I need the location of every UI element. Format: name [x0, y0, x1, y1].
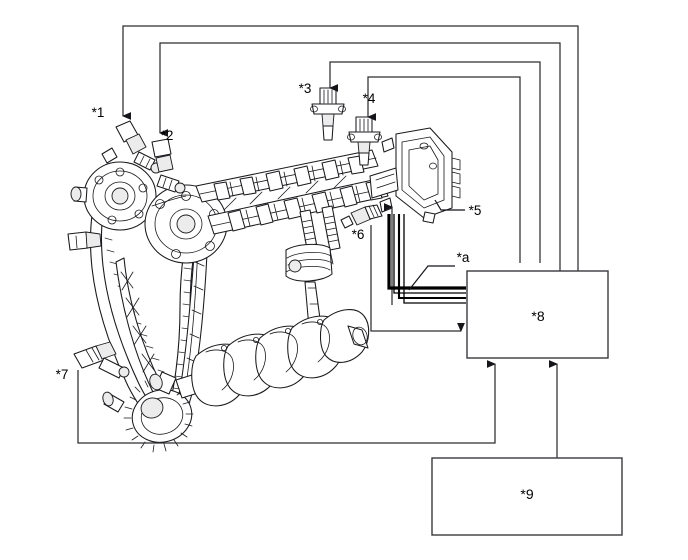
callout-label-1: *1	[92, 105, 105, 120]
camshaft-position-sensor-4	[347, 116, 382, 166]
callout-label-3: *3	[299, 81, 312, 96]
callout-leader-5	[434, 199, 465, 211]
signal-line-4	[367, 76, 521, 263]
signal-line-3	[329, 61, 541, 263]
valve-train	[299, 205, 341, 269]
signal-line-6	[370, 225, 465, 332]
oil-control-valve-1	[101, 120, 162, 174]
ecm-box-label: *8	[531, 308, 544, 324]
callout-label-4: *4	[363, 91, 376, 106]
vvt-actuator-housing	[369, 127, 461, 224]
callout-label-5: *5	[469, 203, 482, 218]
callout-label-6: *6	[352, 227, 365, 242]
tensioner-bolt	[67, 231, 102, 251]
ecm-box[interactable]	[466, 270, 609, 359]
signal-line-7	[77, 360, 496, 444]
crankshaft	[149, 309, 370, 407]
crank-counterweights	[191, 309, 370, 407]
camshaft-position-sensor-3	[310, 87, 346, 141]
crank-sprocket	[102, 378, 194, 453]
vvt-camshaft-sprockets	[70, 161, 228, 264]
wire-harness-bundle	[387, 214, 466, 304]
coolant-temperature-sensor	[340, 204, 383, 229]
callout-label-2: *2	[161, 128, 174, 143]
other-sensors-box[interactable]	[431, 457, 623, 536]
oil-control-valve-2	[151, 138, 186, 194]
other-sensors-box-label: *9	[520, 486, 533, 502]
signal-line-1	[122, 25, 579, 271]
signal-line-2	[159, 42, 561, 271]
camshafts	[195, 149, 389, 235]
crankshaft-position-sensor	[73, 341, 130, 379]
callout-label-a: *a	[457, 250, 470, 265]
callout-label-7: *7	[56, 367, 69, 382]
callout-leader-a	[408, 265, 455, 291]
